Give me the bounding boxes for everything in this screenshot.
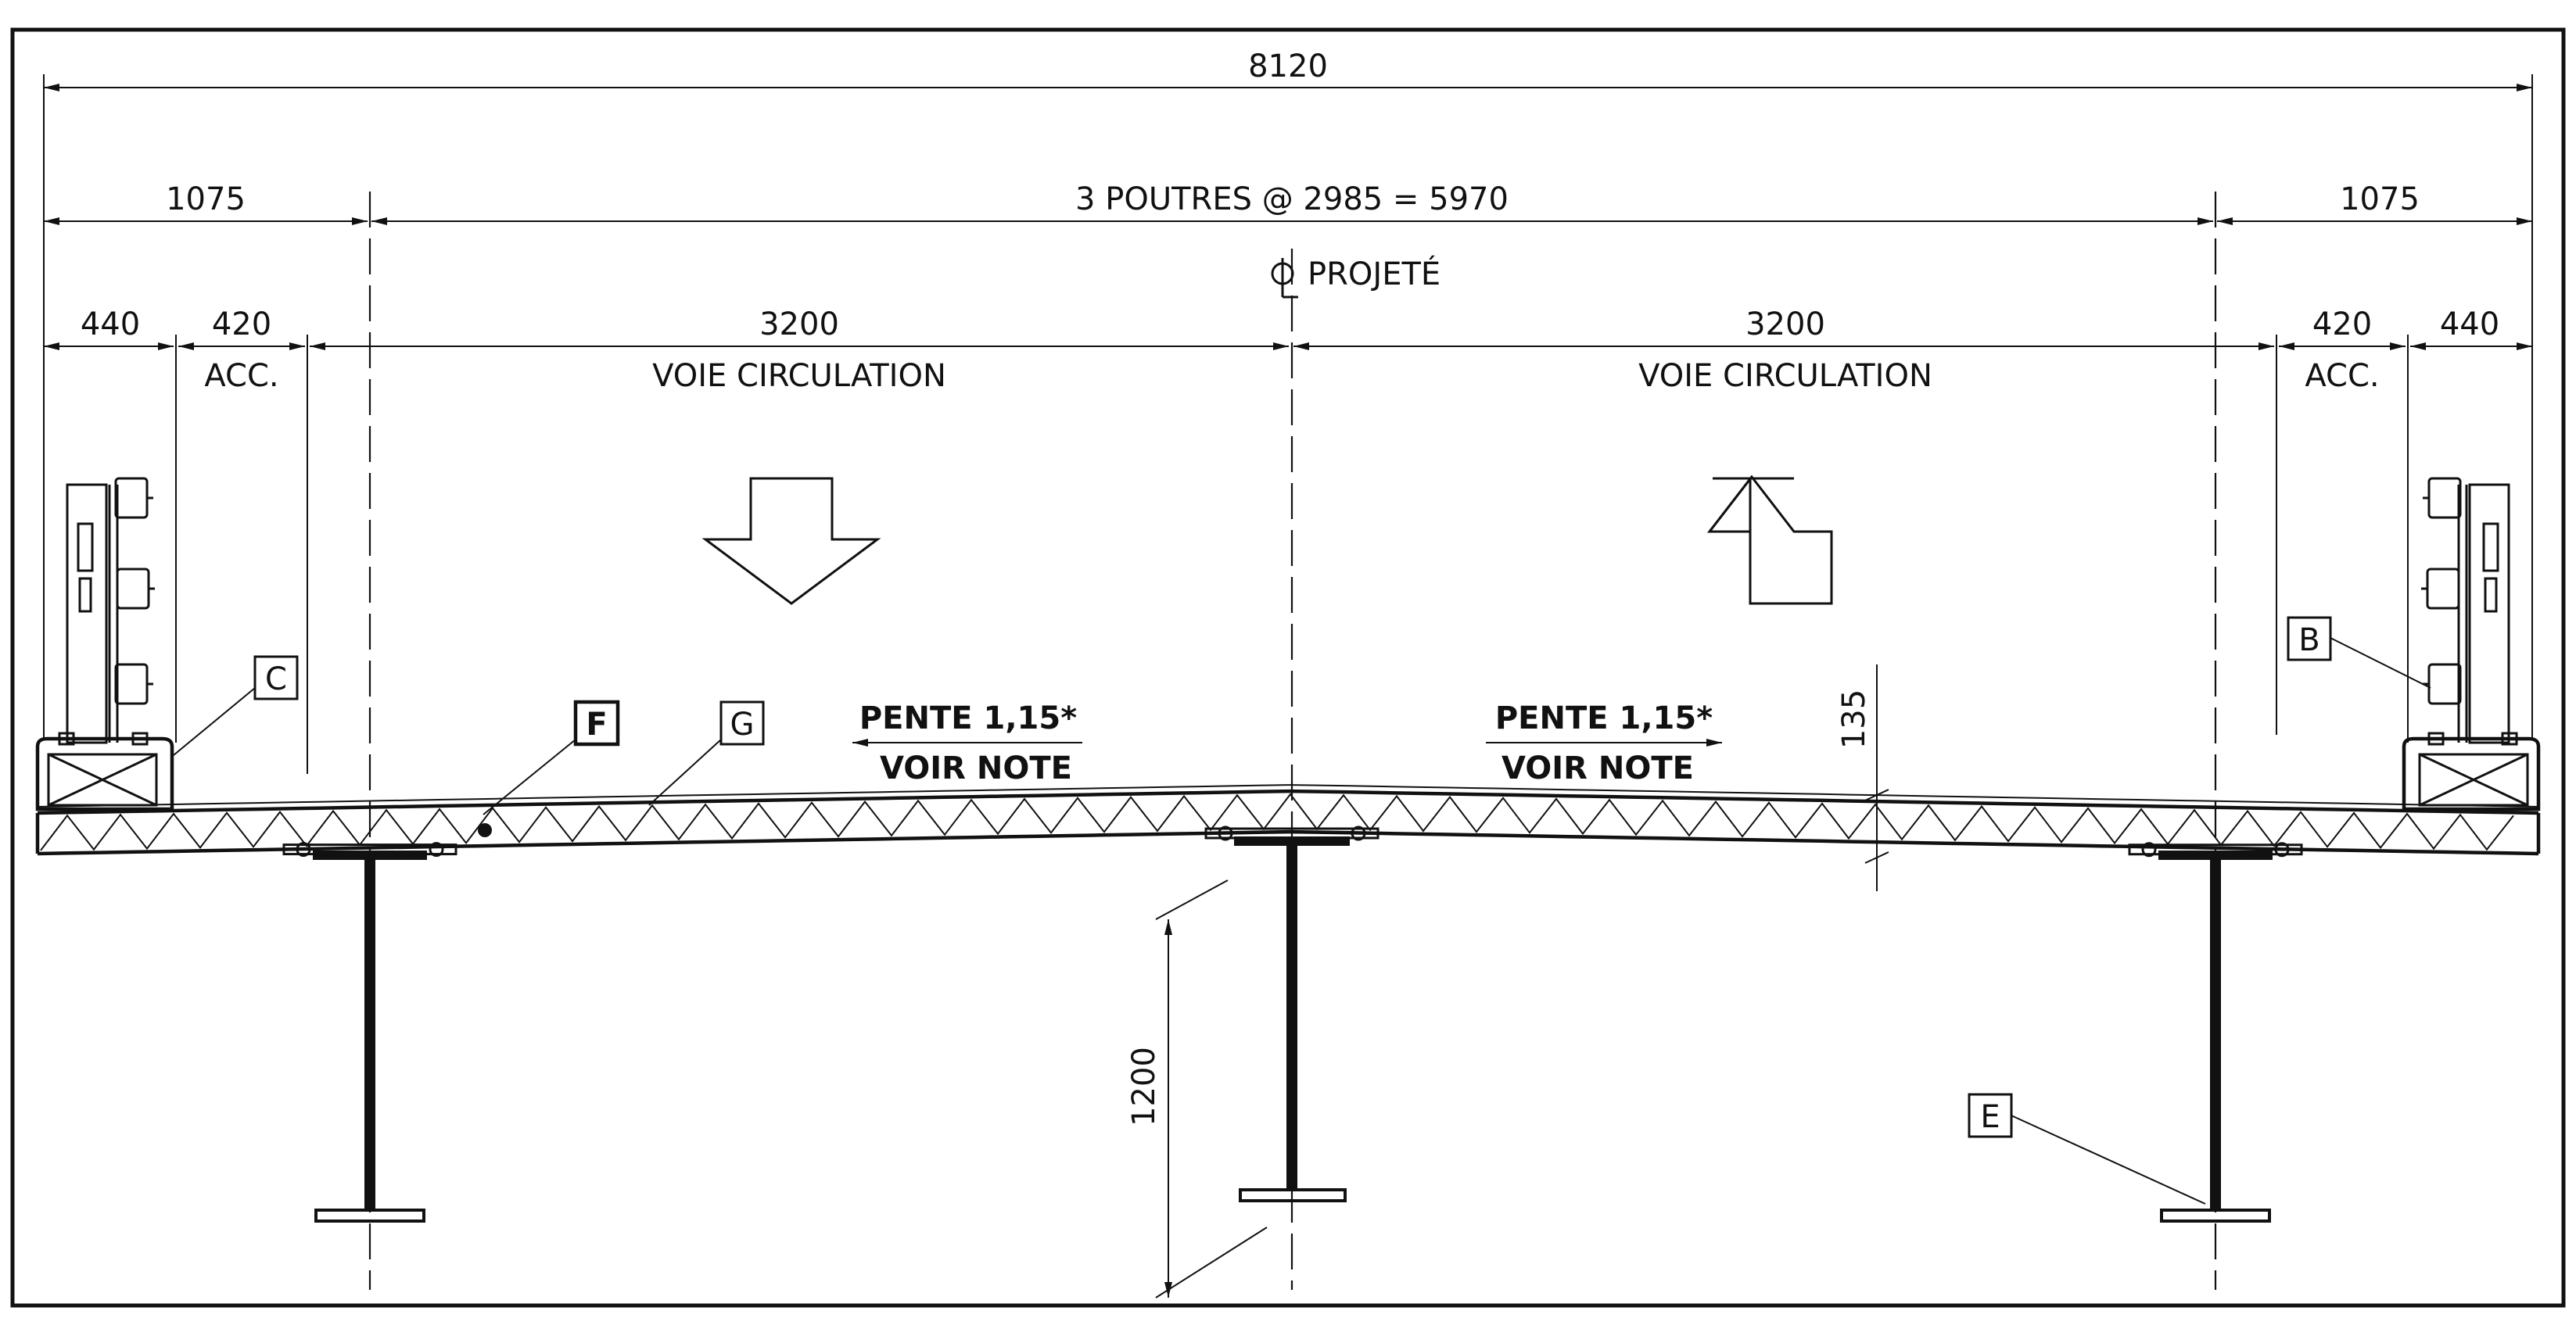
slope-left-label: PENTE 1,15* — [859, 700, 1077, 736]
traffic-arrow-up-icon — [1706, 475, 1833, 605]
deck-bottom-chord — [37, 829, 2539, 856]
acc-left-label: ACC. — [204, 358, 278, 394]
deck-bolt-0a — [296, 842, 311, 858]
tag-e: E — [1968, 1093, 2206, 1205]
deck-top-chord — [37, 789, 2539, 815]
slope-right-group: PENTE 1,15* VOIR NOTE — [1486, 700, 1722, 786]
girder-center — [1234, 836, 1350, 1202]
slope-left-note: VOIR NOTE — [880, 750, 1072, 786]
traffic-arrow-down-icon — [701, 477, 881, 605]
dimension-overall: 8120 — [43, 48, 2533, 739]
dimension-left-barrier-label: 440 — [81, 306, 140, 342]
slope-right-label: PENTE 1,15* — [1495, 700, 1713, 736]
dimension-left-overhang: 1075 — [44, 181, 368, 225]
dimension-girder-depth: 1200 — [1126, 879, 1268, 1298]
dimension-left-lane-label: 3200 — [759, 306, 839, 342]
deck-wearing-surface — [37, 784, 2539, 808]
dimension-right-overhang: 1075 — [2217, 181, 2532, 225]
tag-c-label: C — [265, 661, 287, 697]
barrier-right — [2402, 477, 2541, 811]
tag-g: G — [648, 700, 765, 806]
centerline-symbol-icon — [1271, 258, 1298, 299]
dimension-left-overhang-label: 1075 — [166, 181, 246, 217]
bridge-deck — [35, 784, 2541, 858]
drawing-frame — [10, 27, 2566, 1308]
dimension-overall-label: 8120 — [1248, 48, 1328, 84]
dimension-right-lane-label: 3200 — [1745, 306, 1825, 342]
barrier-left — [35, 477, 174, 811]
dimension-right-overhang-label: 1075 — [2340, 181, 2420, 217]
dimension-left-sidewalk-label: 420 — [212, 306, 271, 342]
tag-g-label: G — [730, 707, 755, 743]
dimension-right-sidewalk-label: 420 — [2312, 306, 2372, 342]
dimension-right-barrier-label: 440 — [2440, 306, 2499, 342]
dimension-third-row: 440 420 3200 3200 420 440 ACC. VOIE CIRC… — [44, 306, 2532, 774]
dimension-girders: 3 POUTRES @ 2985 = 5970 — [371, 181, 2213, 225]
tag-e-label: E — [1980, 1099, 2000, 1135]
centerline-label-group: PROJETÉ — [1271, 255, 1440, 299]
deck-bolt-0b — [429, 842, 444, 858]
deck-bolt-2b — [2274, 842, 2290, 858]
deck-web-zigzag — [40, 793, 2514, 851]
dimension-girder-depth-label: 1200 — [1126, 1047, 1162, 1126]
slope-left-group: PENTE 1,15* VOIR NOTE — [852, 700, 1082, 786]
acc-right-label: ACC. — [2305, 358, 2379, 394]
deck-bolt-2a — [2141, 842, 2157, 858]
dimension-deck-thickness-label: 135 — [1836, 689, 1872, 749]
lane-right-label: VOIE CIRCULATION — [1638, 358, 1932, 394]
tag-b-label: B — [2298, 622, 2319, 658]
tag-f-label: F — [586, 707, 607, 743]
dimension-deck-thickness: 135 — [1836, 664, 1889, 891]
deck-bolt-1a — [1218, 826, 1233, 841]
tag-f: F — [478, 700, 620, 837]
slope-right-note: VOIR NOTE — [1501, 750, 1694, 786]
deck-bolt-1b — [1351, 826, 1366, 841]
lane-left-label: VOIE CIRCULATION — [652, 358, 946, 394]
girder-right — [2158, 851, 2273, 1223]
dimension-girders-label: 3 POUTRES @ 2985 = 5970 — [1075, 181, 1509, 217]
tag-b: B — [2287, 616, 2431, 689]
centerline-label: PROJETÉ — [1308, 255, 1440, 292]
girder-left — [313, 851, 427, 1223]
tag-c: C — [173, 655, 299, 756]
